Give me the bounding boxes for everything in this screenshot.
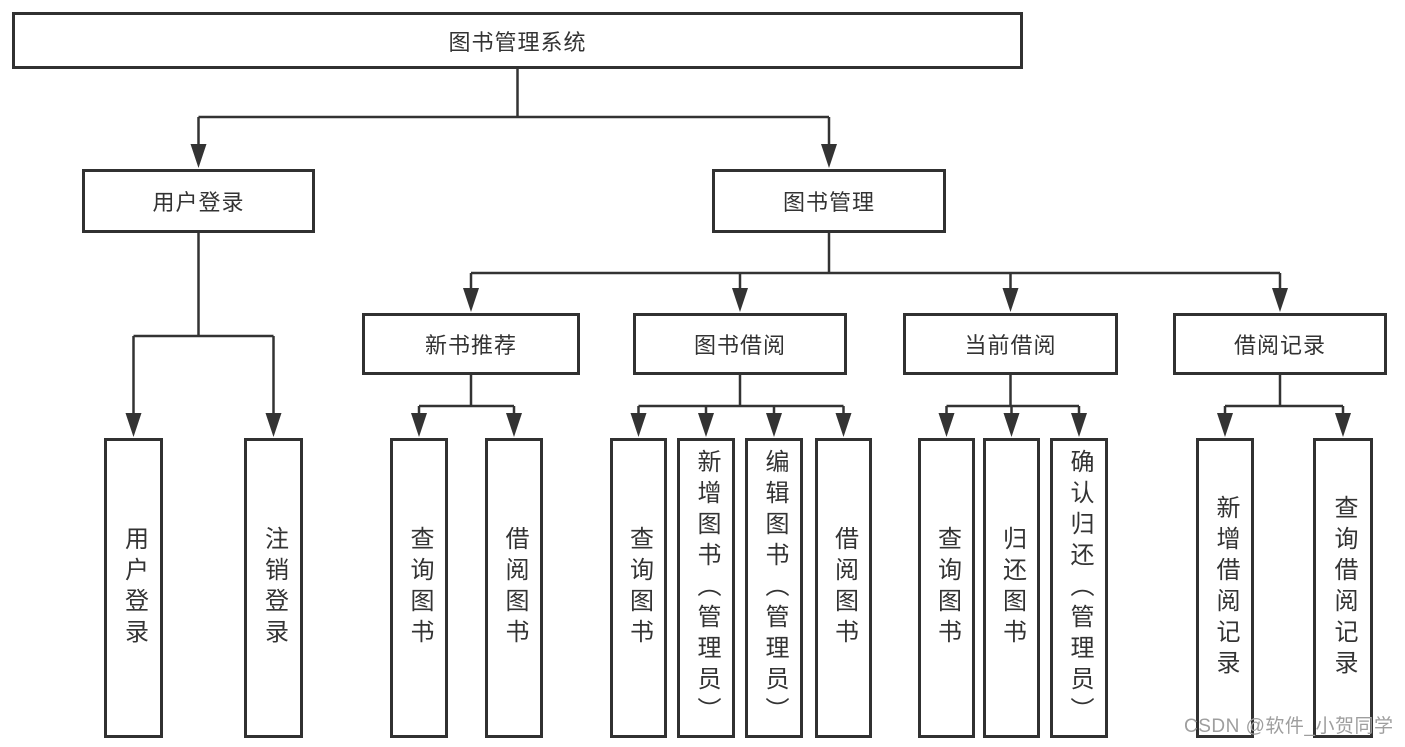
- leaf-query-books: 查询图书: [918, 438, 975, 738]
- arrow-down-icon: [630, 413, 647, 437]
- arrow-down-icon: [463, 288, 479, 312]
- arrow-down-icon: [1272, 288, 1288, 312]
- arrow-down-icon: [506, 413, 522, 437]
- connector-book-mgmt-branch: [469, 233, 1282, 290]
- arrow-down-icon: [411, 413, 427, 437]
- leaf-add-borrow-record: 新增借阅记录: [1196, 438, 1254, 738]
- arrow-down-icon: [938, 413, 955, 437]
- leaf-query-books: 查询图书: [610, 438, 667, 738]
- arrow-down-icon: [766, 413, 782, 437]
- leaf-query-borrow-record: 查询借阅记录: [1313, 438, 1373, 738]
- connector-root-to-level2: [197, 69, 831, 146]
- arrowheads: [125, 144, 1351, 437]
- arrow-down-icon: [835, 413, 852, 437]
- arrow-down-icon: [732, 288, 748, 312]
- arrow-down-icon: [1003, 413, 1020, 437]
- leaf-add-book-admin: 新增图书（管理员）: [677, 438, 735, 738]
- node-root-library-system: 图书管理系统: [12, 12, 1023, 69]
- node-book-management: 图书管理: [712, 169, 946, 233]
- node-book-borrow: 图书借阅: [633, 313, 847, 375]
- arrow-down-icon: [125, 413, 142, 437]
- connector-borrow-records-branch: [1223, 375, 1345, 415]
- node-borrow-records: 借阅记录: [1173, 313, 1387, 375]
- leaf-borrow-books: 借阅图书: [485, 438, 543, 738]
- leaf-borrow-books: 借阅图书: [815, 438, 872, 738]
- arrow-down-icon: [190, 144, 207, 168]
- leaf-logout: 注销登录: [244, 438, 303, 738]
- arrow-down-icon: [1002, 288, 1019, 312]
- node-current-borrow: 当前借阅: [903, 313, 1118, 375]
- connector-new-book-branch: [417, 375, 516, 415]
- connector-current-borrow-branch: [945, 375, 1081, 415]
- connector-user-login-branch: [132, 233, 275, 415]
- leaf-user-login: 用户登录: [104, 438, 163, 738]
- leaf-return-books: 归还图书: [983, 438, 1040, 738]
- node-new-book-recommend: 新书推荐: [362, 313, 580, 375]
- node-user-login: 用户登录: [82, 169, 315, 233]
- leaf-edit-book-admin: 编辑图书（管理员）: [745, 438, 803, 738]
- csdn-watermark: CSDN @软件_小贺同学: [1184, 716, 1394, 737]
- arrow-down-icon: [698, 413, 714, 437]
- arrow-down-icon: [821, 144, 837, 168]
- connector-book-borrow-branch: [637, 375, 845, 415]
- arrow-down-icon: [1335, 413, 1351, 437]
- leaf-query-books: 查询图书: [390, 438, 448, 738]
- arrow-down-icon: [265, 413, 282, 437]
- leaf-confirm-return-admin: 确认归还（管理员）: [1050, 438, 1108, 738]
- arrow-down-icon: [1071, 413, 1087, 437]
- arrow-down-icon: [1217, 413, 1233, 437]
